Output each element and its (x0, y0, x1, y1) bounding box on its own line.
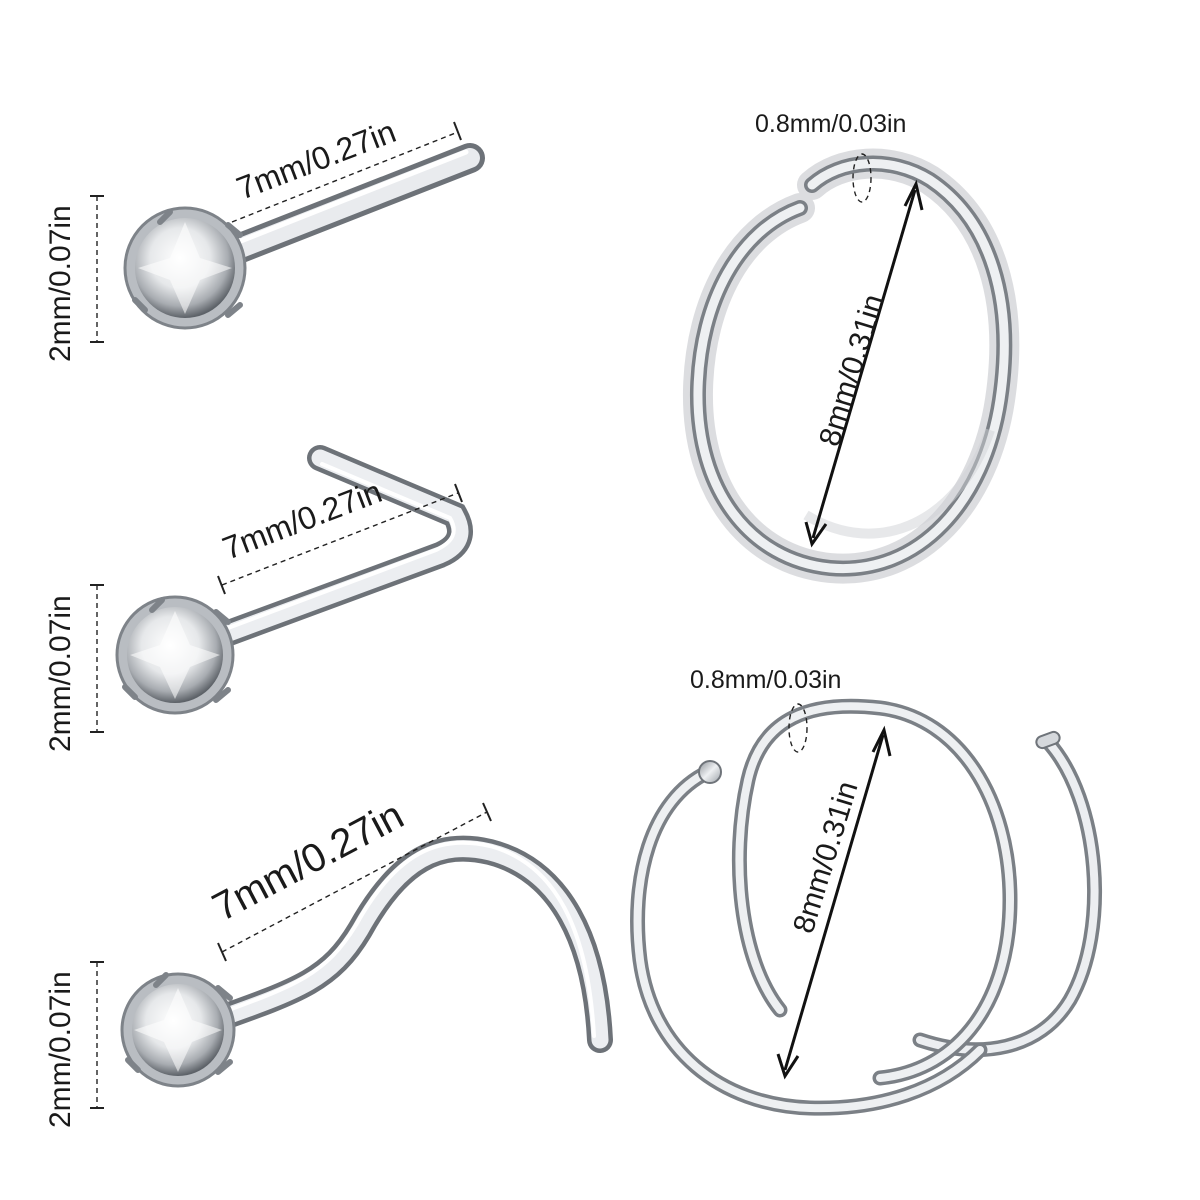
single-hoop-thickness-dimension: 0.8mm/0.03in (755, 110, 906, 203)
double-spiral-hoop-coil (630, 698, 1103, 1116)
double-spiral-hoop-diameter-label: 8mm/0.31in (787, 777, 864, 937)
l-shape-stud: 7mm/0.27in 2mm/0.07in (44, 445, 473, 752)
screw-stud-pin (197, 835, 613, 1053)
straight-stud-gem (123, 206, 247, 330)
l-shape-stud-length-label: 7mm/0.27in (218, 473, 387, 567)
straight-stud-pin (190, 143, 485, 277)
l-shape-stud-gem-dimension: 2mm/0.07in (44, 584, 104, 752)
screw-stud-gem-dimension: 2mm/0.07in (44, 961, 104, 1128)
single-hoop-thickness-label: 0.8mm/0.03in (755, 110, 906, 138)
screw-stud-gem (120, 972, 236, 1088)
single-hoop: 0.8mm/0.03in 8mm/0.31in (682, 110, 1020, 584)
double-spiral-hoop-diameter-dimension: 8mm/0.31in (776, 725, 892, 1080)
straight-stud: 7mm/0.27in 2mm/0.07in (44, 113, 485, 362)
straight-stud-gem-dimension: 2mm/0.07in (44, 195, 104, 362)
l-shape-stud-gem (115, 595, 235, 715)
screw-stud-gem-label: 2mm/0.07in (44, 971, 77, 1128)
straight-stud-gem-label: 2mm/0.07in (44, 205, 77, 362)
double-spiral-hoop: 0.8mm/0.03in 8mm/0.31in (630, 666, 1103, 1116)
single-hoop-diameter-dimension: 8mm/0.31in (804, 179, 924, 548)
single-hoop-ring (682, 148, 1020, 584)
double-spiral-hoop-thickness-label: 0.8mm/0.03in (690, 666, 841, 694)
l-shape-stud-gem-label: 2mm/0.07in (44, 595, 77, 752)
screw-stud: 7mm/0.27in 2mm/0.07in (44, 793, 613, 1128)
double-spiral-hoop-thickness-dimension: 0.8mm/0.03in (690, 666, 841, 753)
l-shape-stud-pin (197, 445, 473, 653)
single-hoop-diameter-label: 8mm/0.31in (813, 290, 890, 450)
